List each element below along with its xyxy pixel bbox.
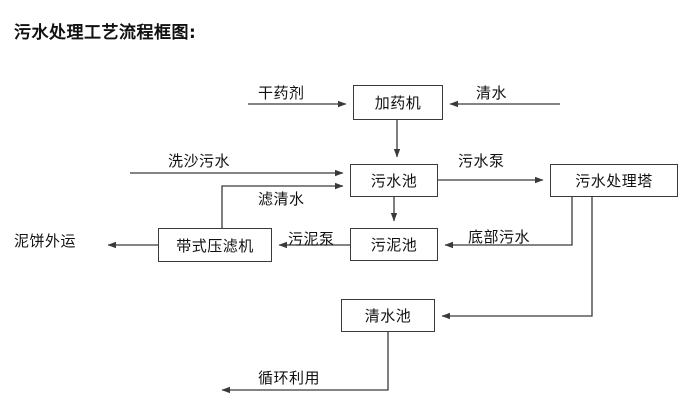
node-clean-water-pool[interactable]: 清水池 bbox=[341, 299, 435, 332]
terminal-label-mud-cake-out: 泥饼外运 bbox=[14, 232, 77, 250]
edge-clean-water-recycle bbox=[221, 332, 389, 394]
node-belt-filter-press[interactable]: 带式压滤机 bbox=[158, 228, 272, 262]
node-sewage-pool[interactable]: 污水池 bbox=[350, 164, 438, 197]
edge-label-recycle-use: 循环利用 bbox=[258, 369, 321, 387]
page-title: 污水处理工艺流程框图: bbox=[14, 23, 197, 43]
edge-filtrate-to-sewage-pool bbox=[221, 182, 344, 228]
edge-tower-to-clean-water-pool bbox=[441, 197, 593, 320]
node-label: 污水池 bbox=[370, 172, 418, 190]
node-label: 污泥池 bbox=[370, 236, 418, 254]
node-label: 清水池 bbox=[364, 307, 412, 325]
edge-tower-bottom-to-sludge-pool bbox=[444, 197, 573, 249]
terminal-label-sand-wash-sewage: 洗沙污水 bbox=[168, 152, 231, 170]
terminal-label-clear-water: 清水 bbox=[476, 84, 508, 102]
terminal-label-dry-agent: 干药剂 bbox=[258, 84, 305, 102]
edge-label-filtrate: 滤清水 bbox=[258, 190, 305, 208]
node-treatment-tower[interactable]: 污水处理塔 bbox=[550, 164, 678, 197]
node-label: 带式压滤机 bbox=[176, 236, 254, 255]
edge-label-sludge-pump: 污泥泵 bbox=[288, 230, 335, 248]
node-label: 污水处理塔 bbox=[575, 172, 653, 190]
node-dosing-machine[interactable]: 加药机 bbox=[353, 85, 443, 120]
edge-label-bottom-sewage: 底部污水 bbox=[468, 228, 531, 246]
node-label: 加药机 bbox=[374, 94, 422, 112]
edge-label-sewage-pump: 污水泵 bbox=[458, 152, 505, 170]
node-sludge-pool[interactable]: 污泥池 bbox=[350, 228, 438, 261]
